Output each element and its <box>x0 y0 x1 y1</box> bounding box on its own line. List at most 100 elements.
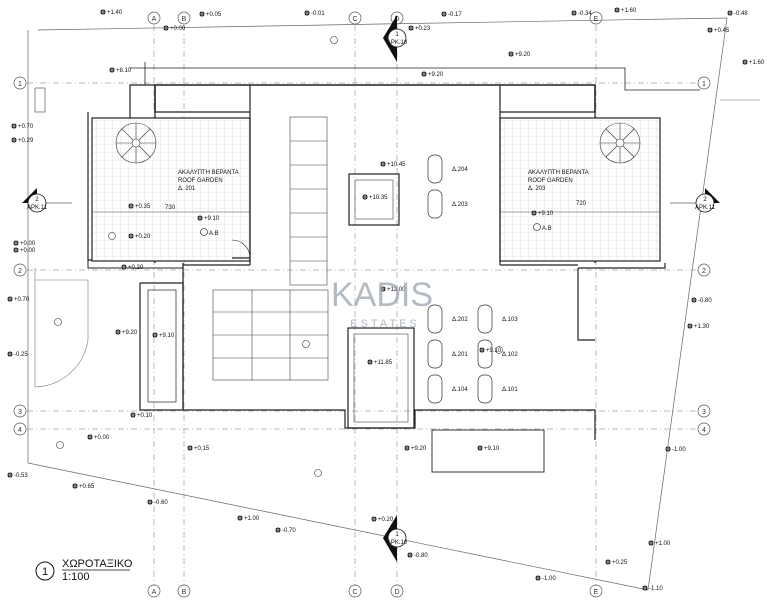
level-label: +12.00 <box>387 287 406 293</box>
svg-text:ΑΚΑΛΥΠΤΗ ΒΕΡΑΝΤΑ: ΑΚΑΛΥΠΤΗ ΒΕΡΑΝΤΑ <box>528 170 589 176</box>
level-label: +0.20 <box>378 517 394 523</box>
grid-col-b-bottom: B <box>182 589 187 596</box>
svg-text:Δ.204: Δ.204 <box>452 167 468 173</box>
level-marker: +0.20 <box>121 264 144 271</box>
level-label: +0.15 <box>194 446 210 452</box>
svg-text:Δ.104: Δ.104 <box>452 387 468 393</box>
right-spiral-stair <box>599 122 641 164</box>
level-label: +0.00 <box>20 248 36 254</box>
level-label: -0.53 <box>14 473 28 479</box>
level-marker: +0.00 <box>87 434 110 441</box>
level-marker: +10.45 <box>380 161 406 168</box>
level-label: +0.29 <box>18 138 34 144</box>
level-marker: -0.48 <box>727 10 748 17</box>
level-marker: +1.60 <box>614 7 637 14</box>
curved-planter <box>34 279 89 388</box>
level-marker: +12.00 <box>380 286 406 293</box>
level-marker: +1.40 <box>100 9 123 16</box>
level-label: +8.10 <box>116 68 132 74</box>
level-label: +0.45 <box>714 28 730 34</box>
level-marker: +0.23 <box>408 25 431 32</box>
section-marker-left: 2 APK.11 <box>22 188 72 213</box>
tag-left: A.B <box>209 231 219 237</box>
level-marker: -0.34 <box>571 10 592 17</box>
level-label: +11.85 <box>374 360 393 366</box>
level-label: -1.00 <box>542 576 556 582</box>
right-roof-label: ΑΚΑΛΥΠΤΗ ΒΕΡΑΝΤΑ ROOF GARDEN Δ. 203 <box>528 170 589 192</box>
unit-labels: Δ.204 Δ.203 Δ.202 Δ.103 Δ.201 Δ.102 Δ.10… <box>452 167 518 393</box>
level-label: +10.45 <box>387 162 406 168</box>
level-marker: +10.35 <box>362 194 388 201</box>
level-label: -0.34 <box>578 11 592 17</box>
level-label: +9.10 <box>159 333 175 339</box>
watermark-brand: KADIS <box>331 276 433 314</box>
level-label: +0.65 <box>79 484 95 490</box>
level-marker: +0.35 <box>128 203 151 210</box>
title-name: ΧΩΡΟΤΑΞΙΚΟ <box>62 558 133 570</box>
level-marker: +9.10 <box>531 210 554 217</box>
level-label: +0.70 <box>14 297 30 303</box>
plot-boundary <box>27 17 728 591</box>
level-label: +9.20 <box>428 72 444 78</box>
grid-row-1-right: 1 <box>702 81 706 88</box>
left-roof-garden-area <box>91 117 251 262</box>
level-label: +1.60 <box>621 8 637 14</box>
grid-col-b: B <box>182 16 187 23</box>
level-label: -0.60 <box>154 500 168 506</box>
level-label: +0.70 <box>18 124 34 130</box>
level-label: +0.25 <box>612 560 628 566</box>
watermark-sub: ESTATES <box>350 318 420 330</box>
section-marker-right: 2 APK.11 <box>670 188 720 213</box>
svg-text:ΑΚΑΛΥΠΤΗ ΒΕΡΑΝΤΑ: ΑΚΑΛΥΠΤΗ ΒΕΡΑΝΤΑ <box>178 170 239 176</box>
level-marker: +0.15 <box>187 445 210 452</box>
svg-text:1: 1 <box>395 532 399 538</box>
main-stair <box>212 116 329 381</box>
dim-right: 720 <box>576 201 587 207</box>
svg-text:APK.10: APK.10 <box>387 40 408 46</box>
level-marker: +9.10 <box>197 215 220 222</box>
level-label: +0.35 <box>135 204 151 210</box>
level-marker: +1.60 <box>742 59 765 66</box>
level-marker: +9.10 <box>479 347 502 354</box>
title-scale: 1:100 <box>62 571 90 583</box>
grid-row-2-right: 2 <box>702 268 706 275</box>
grid-row-3: 3 <box>18 409 22 416</box>
level-marker: +9.10 <box>477 445 500 452</box>
level-label: -0.17 <box>448 12 462 18</box>
grid-row-2: 2 <box>18 268 22 275</box>
level-label: +0.23 <box>415 26 431 32</box>
level-marker: -0.80 <box>691 297 712 304</box>
svg-text:Δ.103: Δ.103 <box>502 317 518 323</box>
lift-box <box>347 327 415 429</box>
level-label: +9.20 <box>411 446 427 452</box>
level-marker: +1.00 <box>237 515 260 522</box>
level-marker: +0.29 <box>11 137 34 144</box>
level-marker: -1.00 <box>535 575 556 582</box>
svg-text:Δ. 201: Δ. 201 <box>178 186 196 192</box>
level-marker: +8.10 <box>109 67 132 74</box>
level-label: +9.20 <box>122 330 138 336</box>
symbol-circles <box>54 36 503 477</box>
level-marker: +0.25 <box>605 559 628 566</box>
svg-text:2: 2 <box>703 197 707 203</box>
ac-units <box>427 154 493 404</box>
drawing-title: 1 ΧΩΡΟΤΑΞΙΚΟ 1:100 <box>35 558 133 583</box>
grid-col-c-bottom: C <box>352 589 357 596</box>
grid-row-1: 1 <box>18 81 22 88</box>
level-marker: +0.00 <box>13 247 36 254</box>
level-label: +0.20 <box>135 234 151 240</box>
grid-labels: A B C D E A B C D E 1 2 3 4 1 2 3 4 <box>13 11 711 598</box>
level-marker: -0.80 <box>407 552 428 559</box>
level-marker: +0.65 <box>72 483 95 490</box>
svg-text:Δ.203: Δ.203 <box>452 202 468 208</box>
level-label: -0.01 <box>311 11 325 17</box>
level-label: +9.10 <box>204 216 220 222</box>
level-label: -1.00 <box>672 447 686 453</box>
svg-text:APK.11: APK.11 <box>27 205 48 211</box>
level-label: +1.00 <box>244 516 260 522</box>
level-marker: -1.10 <box>642 585 663 592</box>
level-marker: +9.20 <box>508 51 531 58</box>
level-marker: -0.53 <box>7 472 28 479</box>
level-marker: +0.05 <box>199 11 222 18</box>
